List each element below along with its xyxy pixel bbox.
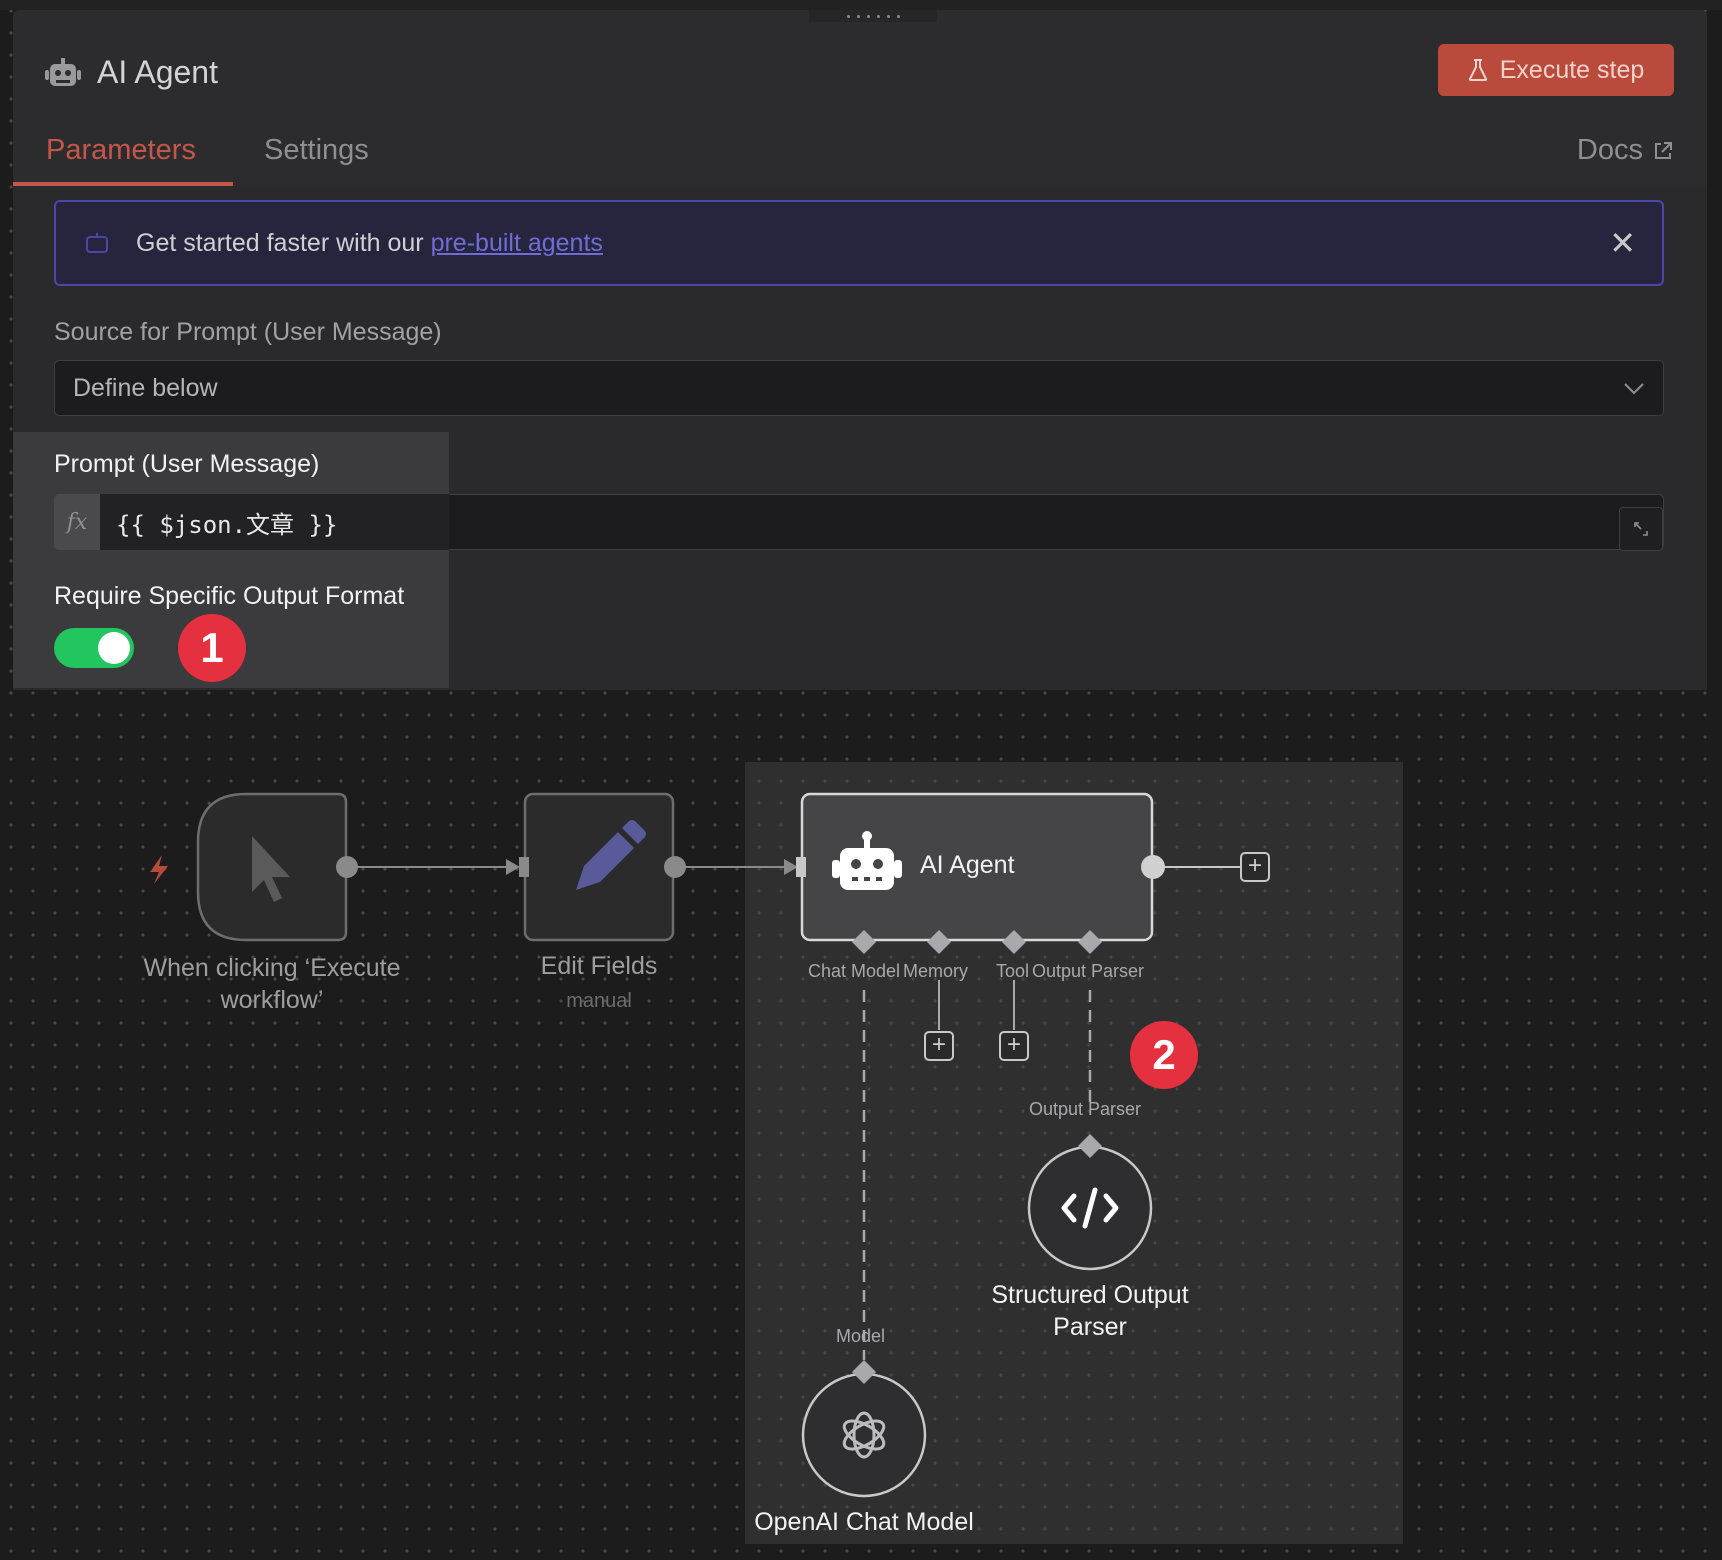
tab-settings[interactable]: Settings — [264, 134, 369, 167]
docs-link[interactable]: Docs — [1577, 134, 1673, 167]
openai-node-label: OpenAI Chat Model — [730, 1508, 998, 1537]
expand-icon — [1632, 520, 1650, 538]
expression-fx-badge: fx — [54, 494, 100, 550]
annotation-badge-2: 2 — [1130, 1021, 1198, 1089]
expand-editor-button[interactable] — [1619, 507, 1663, 551]
edit-fields-node[interactable] — [519, 794, 686, 940]
prebuilt-agents-banner: Get started faster with our pre-built ag… — [54, 200, 1664, 286]
panel-title: AI Agent — [97, 54, 218, 91]
edge-arrow — [506, 859, 520, 875]
port-label-chat-model: Chat Model — [808, 961, 900, 982]
top-strip — [0, 0, 1722, 10]
port-label-parser-input: Output Parser — [1029, 1099, 1141, 1120]
tab-parameters[interactable]: Parameters — [46, 134, 196, 167]
trigger-node-label: When clicking ‘Execute workflow’ — [120, 952, 424, 1016]
robot-icon — [45, 58, 81, 88]
port-label-memory: Memory — [903, 961, 968, 982]
port-label-tool: Tool — [996, 961, 1029, 982]
panel-header: AI Agent — [45, 54, 218, 91]
drag-handle[interactable] — [809, 10, 937, 22]
prompt-expression[interactable]: {{ $json.文章 }} — [100, 494, 449, 550]
panel-tabs: Parameters Settings Docs — [13, 120, 1707, 187]
add-memory-button[interactable]: + — [924, 1031, 954, 1061]
annotation-badge-1: 1 — [178, 614, 246, 682]
add-tool-button[interactable]: + — [999, 1031, 1029, 1061]
prebuilt-agents-link[interactable]: pre-built agents — [431, 229, 603, 257]
banner-text: Get started faster with our pre-built ag… — [136, 229, 603, 258]
structured-parser-node[interactable] — [1029, 1134, 1151, 1269]
source-prompt-label: Source for Prompt (User Message) — [54, 318, 442, 347]
trigger-node[interactable] — [198, 794, 358, 940]
flask-icon — [1468, 58, 1488, 82]
execute-step-label: Execute step — [1500, 56, 1645, 85]
port-label-output-parser: Output Parser — [1032, 961, 1144, 982]
highlighted-parameters: Prompt (User Message) fx {{ $json.文章 }} … — [13, 432, 449, 688]
source-prompt-value: Define below — [73, 374, 218, 403]
output-format-toggle[interactable] — [54, 628, 134, 668]
prompt-label: Prompt (User Message) — [54, 450, 319, 479]
execute-step-button[interactable]: Execute step — [1438, 44, 1674, 96]
robot-icon — [84, 232, 110, 254]
edit-fields-sublabel: manual — [520, 990, 678, 1013]
edit-fields-label: Edit Fields — [520, 952, 678, 981]
toggle-knob — [98, 632, 130, 664]
ai-agent-label: AI Agent — [920, 851, 1100, 880]
parser-node-label: Structured Output Parser — [970, 1279, 1210, 1343]
edge-arrow — [784, 859, 798, 875]
close-icon[interactable]: ✕ — [1609, 226, 1636, 260]
docs-label: Docs — [1577, 134, 1643, 167]
chevron-down-icon — [1623, 377, 1645, 399]
port-label-model-input: Model — [836, 1326, 885, 1347]
source-prompt-select[interactable]: Define below — [54, 360, 1664, 416]
add-next-node-button[interactable]: + — [1240, 852, 1270, 882]
external-link-icon — [1653, 141, 1673, 161]
trigger-bolt-icon — [150, 855, 168, 884]
output-format-label: Require Specific Output Format — [54, 582, 404, 611]
openai-node[interactable] — [803, 1360, 925, 1496]
